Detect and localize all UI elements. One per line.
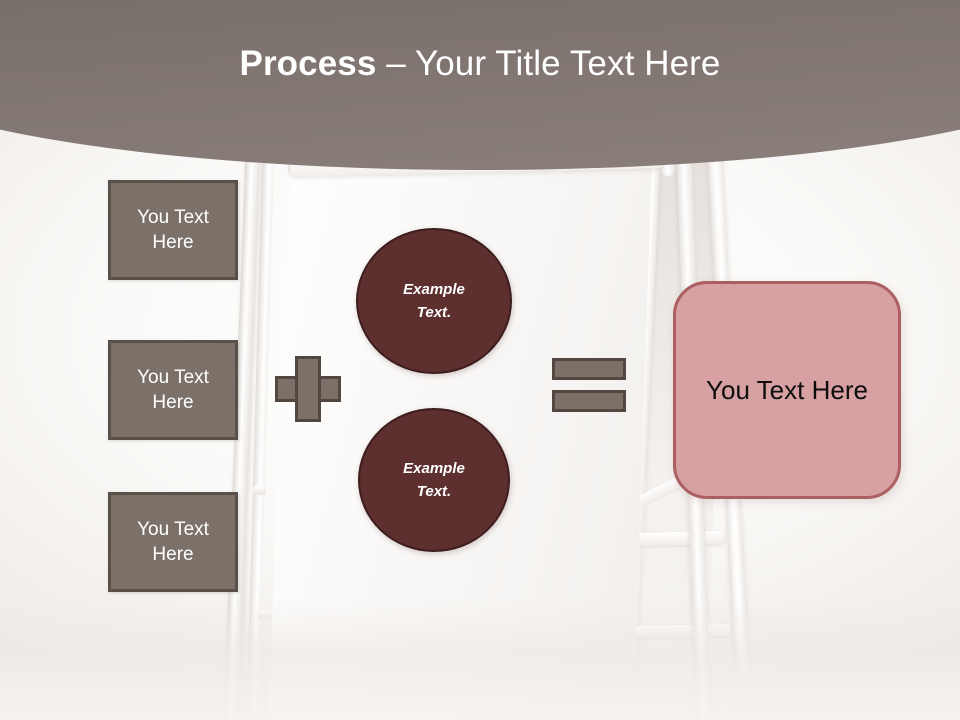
example-circle-1-line1: Example	[403, 280, 465, 298]
page-title-rest: Your Title Text Here	[415, 44, 721, 83]
example-circle-2[interactable]: Example Text.	[358, 408, 510, 552]
floor-shadow	[0, 600, 960, 720]
result-box[interactable]: You Text Here	[673, 281, 901, 499]
easel-rear-brace-upper	[627, 530, 725, 547]
example-circle-2-line1: Example	[403, 459, 465, 477]
example-circle-1-line2: Text.	[416, 304, 452, 321]
input-box-3-label: You Text Here	[137, 518, 209, 565]
plus-icon	[275, 356, 341, 422]
input-box-3[interactable]: You Text Here	[108, 492, 238, 592]
input-box-1-label: You Text Here	[137, 206, 209, 253]
equals-bar-bottom	[552, 390, 626, 412]
example-circle-2-line2: Text.	[416, 483, 452, 500]
plus-center-fill	[298, 379, 318, 399]
example-circle-1[interactable]: Example Text.	[356, 228, 512, 374]
page-title: Process – Your Title Text Here	[0, 44, 960, 84]
easel-leg-notch-upper	[252, 485, 267, 496]
input-box-2[interactable]: You Text Here	[108, 340, 238, 440]
equals-icon	[552, 358, 626, 412]
easel-top-hook-right	[659, 119, 676, 177]
input-box-1[interactable]: You Text Here	[108, 180, 238, 280]
page-title-strong: Process	[239, 44, 377, 83]
page-title-dash: –	[376, 44, 415, 83]
equals-bar-top	[552, 358, 626, 380]
result-box-label: You Text Here	[706, 374, 868, 405]
input-box-2-label: You Text Here	[137, 366, 209, 413]
